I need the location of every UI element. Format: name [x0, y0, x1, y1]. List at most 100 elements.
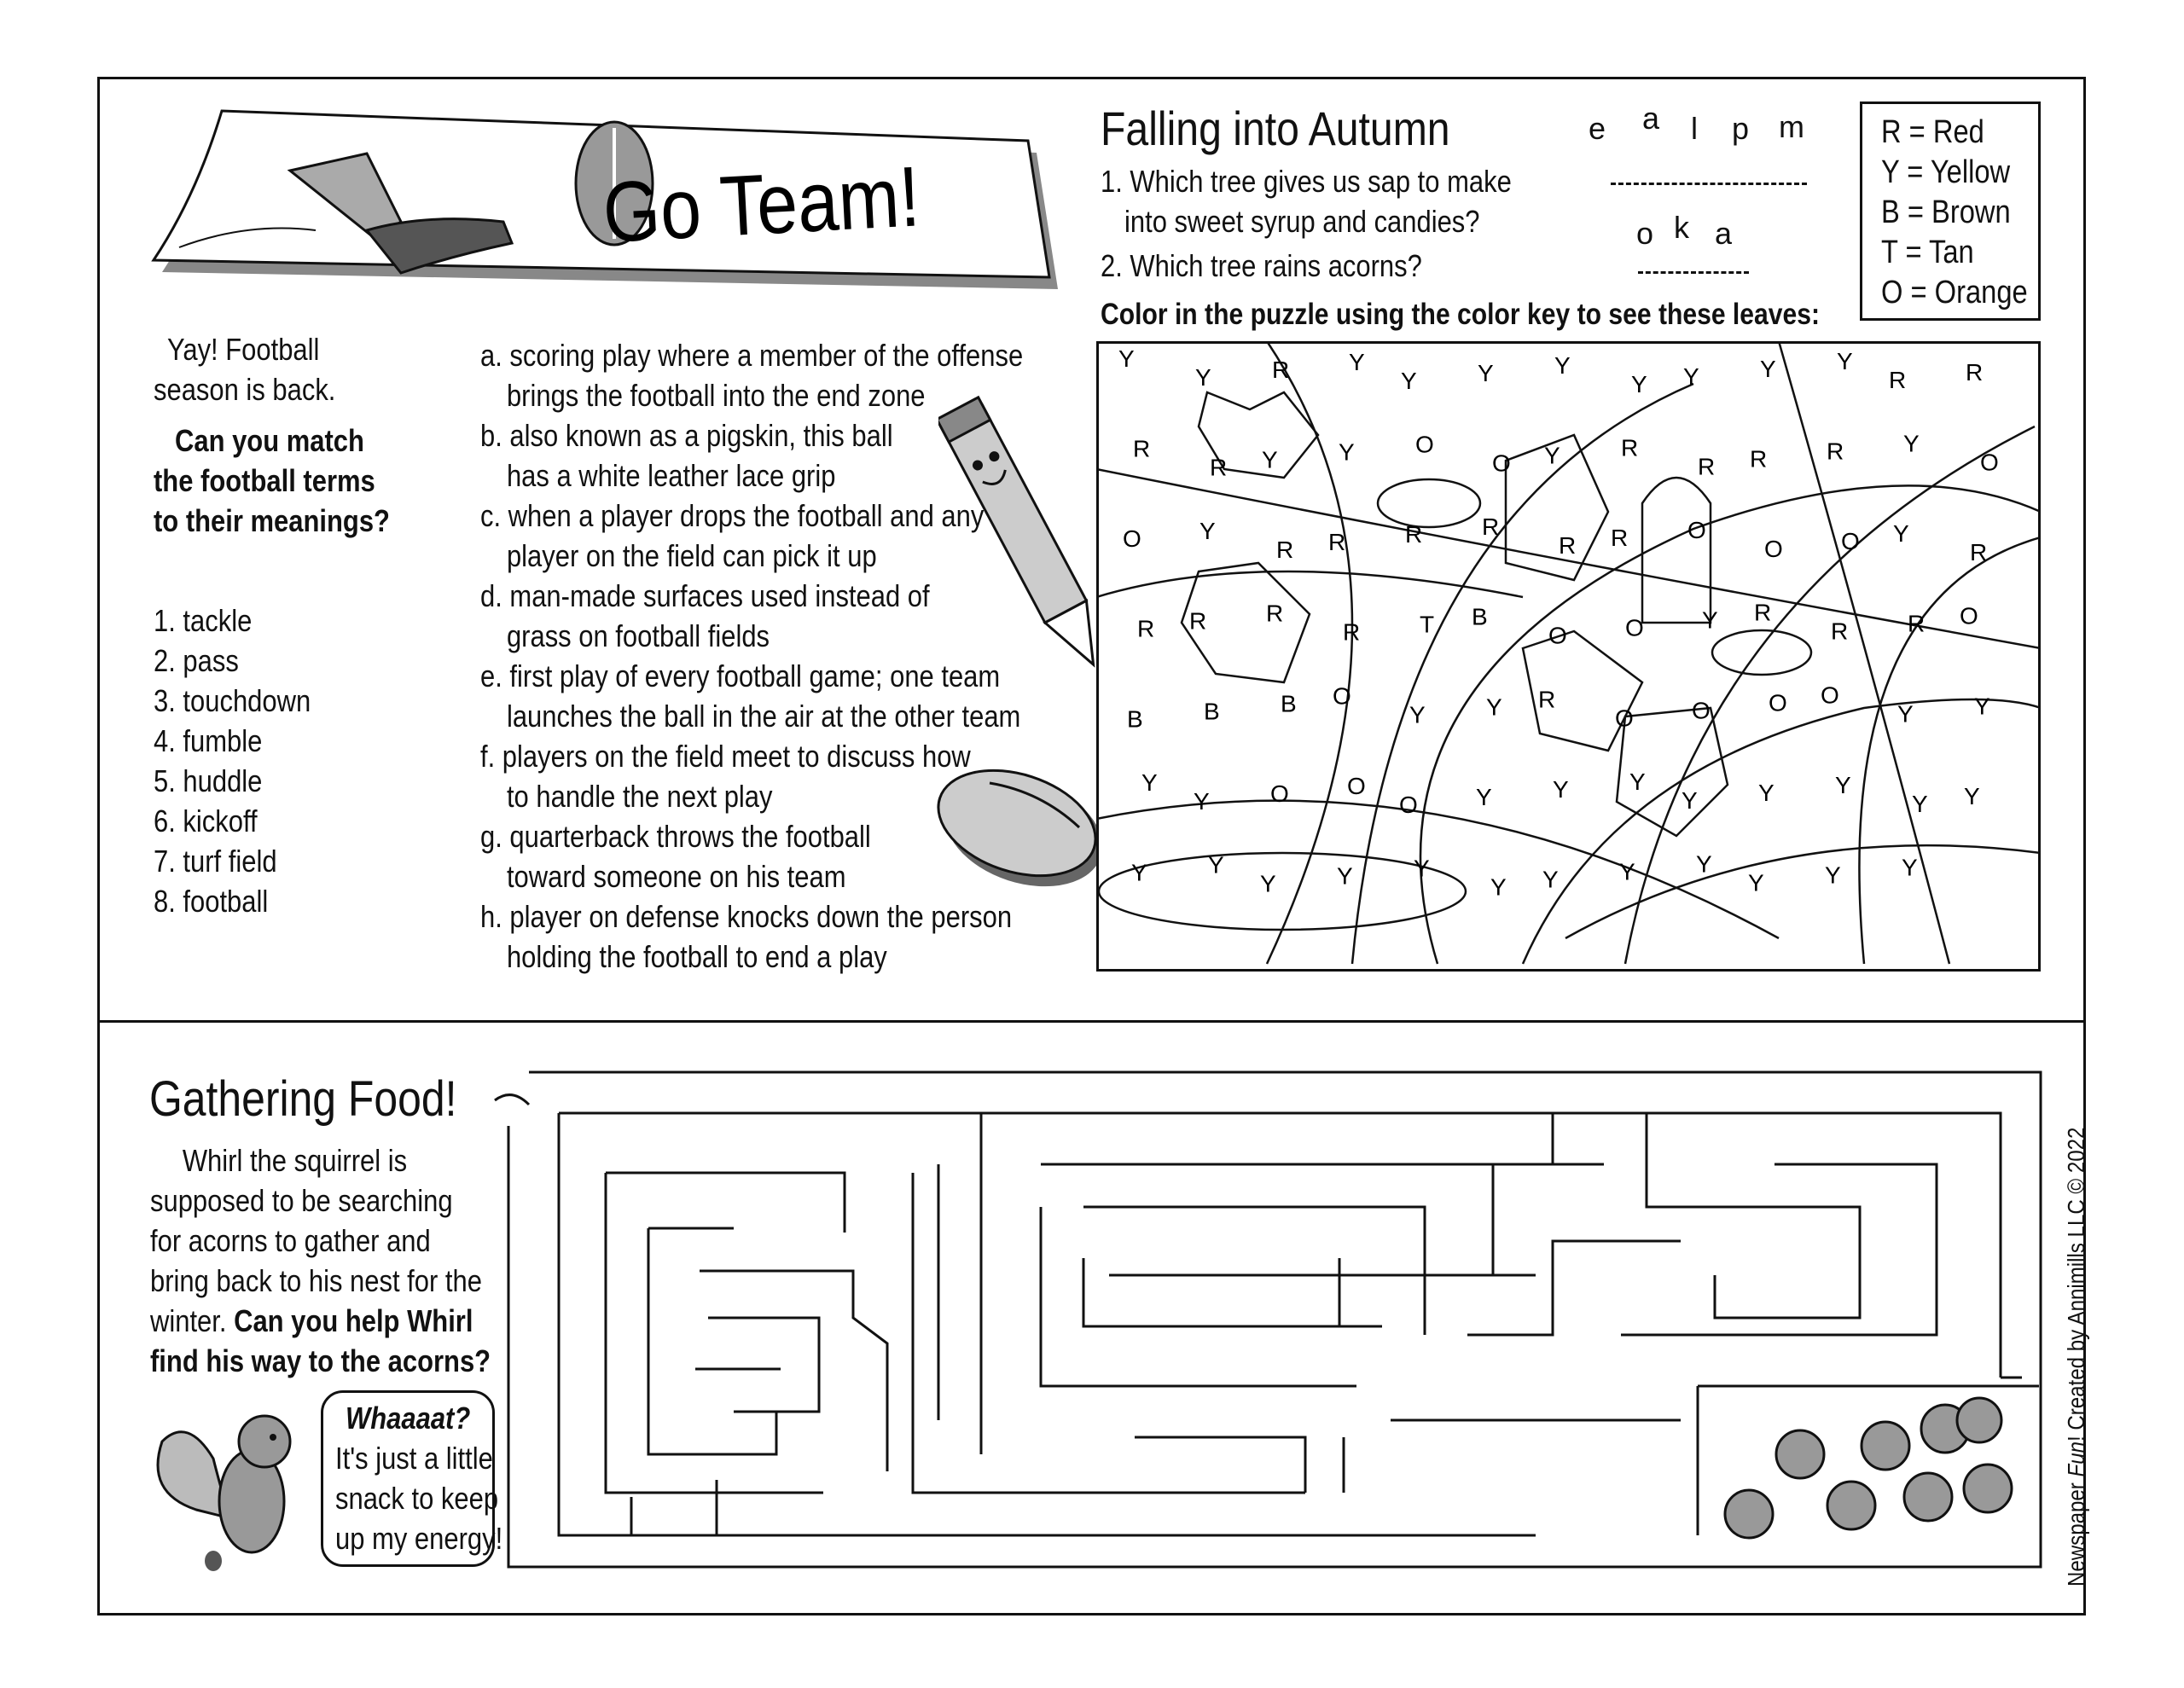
puzzle-letter: Y	[1619, 858, 1635, 885]
puzzle-letter: Y	[1554, 352, 1571, 379]
scramble-letter: k	[1674, 210, 1689, 245]
answer-blanks[interactable]	[1638, 271, 1749, 274]
scramble-letter: m	[1779, 109, 1804, 144]
start-arrow-icon	[494, 1093, 531, 1106]
intro-line: Yay! Football	[167, 332, 320, 367]
puzzle-letter: B	[1127, 705, 1143, 732]
credit-text: Newspaper	[2063, 1476, 2089, 1586]
definition: b. also known as a pigskin, this ball ha…	[480, 418, 893, 493]
puzzle-letter: R	[1276, 537, 1293, 563]
puzzle-letter: Y	[1409, 701, 1426, 728]
match-prompt: to their meanings?	[154, 503, 390, 538]
paragraph-line: Whirl the squirrel is	[182, 1143, 408, 1178]
bubble-line: snack to keep	[335, 1481, 499, 1516]
color-key-item: R = Red	[1881, 114, 1984, 150]
color-key-item: O = Orange	[1881, 275, 2028, 310]
maze[interactable]	[486, 1062, 2048, 1574]
puzzle-letter: R	[1621, 435, 1638, 461]
puzzle-letter: R	[1966, 359, 1983, 386]
scramble-letter: p	[1732, 111, 1750, 146]
maze-paragraph: Whirl the squirrel is supposed to be sea…	[150, 1140, 546, 1381]
puzzle-letter: R	[1908, 611, 1925, 637]
puzzle-letter: O	[1548, 623, 1567, 649]
match-prompt: Can you match	[175, 423, 364, 458]
term: 3. touchdown	[154, 683, 311, 718]
puzzle-letter: Y	[1748, 869, 1764, 896]
puzzle-letter: Y	[1760, 356, 1776, 382]
scramble-letter: o	[1636, 216, 1654, 251]
puzzle-letter: B	[1281, 690, 1297, 716]
definition: g. quarterback throws the football towar…	[480, 819, 871, 894]
kicking-leg-icon	[178, 152, 514, 275]
puzzle-letter: Y	[1964, 783, 1980, 809]
puzzle-letter: Y	[1542, 866, 1559, 892]
scramble-letter: a	[1715, 216, 1733, 251]
puzzle-letter: Y	[1902, 854, 1918, 880]
puzzle-letter: O	[1270, 780, 1289, 807]
puzzle-letter: R	[1611, 525, 1628, 551]
puzzle-letter: R	[1210, 455, 1227, 481]
copyright-credit: Newspaper Fun! Created by Annimills LLC …	[2063, 1128, 2090, 1586]
puzzle-letter: R	[1133, 436, 1150, 462]
match-prompt: the football terms	[154, 463, 375, 498]
puzzle-letter: R	[1831, 618, 1848, 645]
puzzle-letter: Y	[1414, 855, 1430, 881]
term: 2. pass	[154, 643, 239, 678]
credit-text: Fun	[2063, 1441, 2089, 1477]
puzzle-letter: Y	[1260, 870, 1276, 896]
puzzle-letter: Y	[1478, 360, 1494, 386]
term: 5. huddle	[154, 763, 263, 798]
paragraph-line: for acorns to gather and	[150, 1223, 431, 1258]
puzzle-letter: O	[1625, 615, 1644, 641]
scramble-letter: a	[1642, 101, 1660, 136]
definition: h. player on defense knocks down the per…	[480, 899, 1013, 974]
definitions-list: a. scoring play where a member of the of…	[480, 335, 1060, 977]
puzzle-letter: Y	[1682, 787, 1698, 814]
puzzle-letter: O	[1333, 682, 1351, 709]
puzzle-letter: O	[1980, 450, 1999, 476]
paragraph-line: winter.	[150, 1303, 227, 1338]
puzzle-letter: O	[1960, 603, 1978, 629]
word-scramble: e a l p m o k a	[1578, 101, 1809, 314]
puzzle-letter: Y	[1683, 363, 1699, 390]
scramble-letter: e	[1589, 111, 1606, 146]
definition: e. first play of every football game; on…	[480, 658, 1021, 734]
credit-text: ! Created by Annimills LLC © 2022	[2063, 1127, 2089, 1442]
puzzle-letter: B	[1204, 698, 1220, 724]
maze-prompt: find his way to the acorns?	[150, 1343, 491, 1378]
color-key-item: T = Tan	[1881, 235, 1974, 270]
definition: a. scoring play where a member of the of…	[480, 338, 1024, 413]
puzzle-letter: Y	[1835, 772, 1851, 798]
definition: d. man-made surfaces used instead of gra…	[480, 578, 930, 653]
puzzle-letter: Y	[1131, 859, 1147, 885]
puzzle-letter: O	[1841, 528, 1860, 554]
puzzle-letter: R	[1538, 686, 1555, 712]
puzzle-letter: Y	[1974, 693, 1990, 719]
puzzle-letter: R	[1137, 616, 1154, 642]
autumn-question: 1. Which tree gives us sap to make	[1101, 164, 1512, 199]
puzzle-letter: Y	[1486, 693, 1502, 720]
puzzle-letter: B	[1472, 604, 1488, 630]
puzzle-letter: Y	[1631, 371, 1647, 397]
puzzle-letter: O	[1615, 705, 1634, 731]
puzzle-letter: Y	[1553, 776, 1569, 803]
acorns-icon	[1723, 1396, 2013, 1540]
puzzle-letter: Y	[1912, 791, 1928, 817]
paragraph-line: bring back to his nest for the	[150, 1263, 482, 1298]
autumn-title: Falling into Autumn	[1101, 102, 1450, 155]
puzzle-letter: Y	[1199, 518, 1216, 544]
puzzle-letter: R	[1405, 521, 1422, 548]
bubble-title: Whaaaat?	[346, 1401, 471, 1436]
go-team-banner: Go Team!	[151, 109, 1058, 289]
puzzle-letter: Y	[1349, 349, 1365, 375]
puzzle-letter: O	[1821, 682, 1839, 708]
puzzle-letter: R	[1698, 454, 1715, 480]
term: 7. turf field	[154, 844, 277, 879]
puzzle-letter: Y	[1897, 700, 1914, 727]
maze-prompt: Can you help Whirl	[234, 1303, 473, 1338]
puzzle-letter: R	[1889, 367, 1906, 393]
paragraph-line: supposed to be searching	[150, 1183, 453, 1218]
puzzle-letter: Y	[1825, 861, 1841, 888]
answer-blanks[interactable]	[1611, 183, 1807, 185]
